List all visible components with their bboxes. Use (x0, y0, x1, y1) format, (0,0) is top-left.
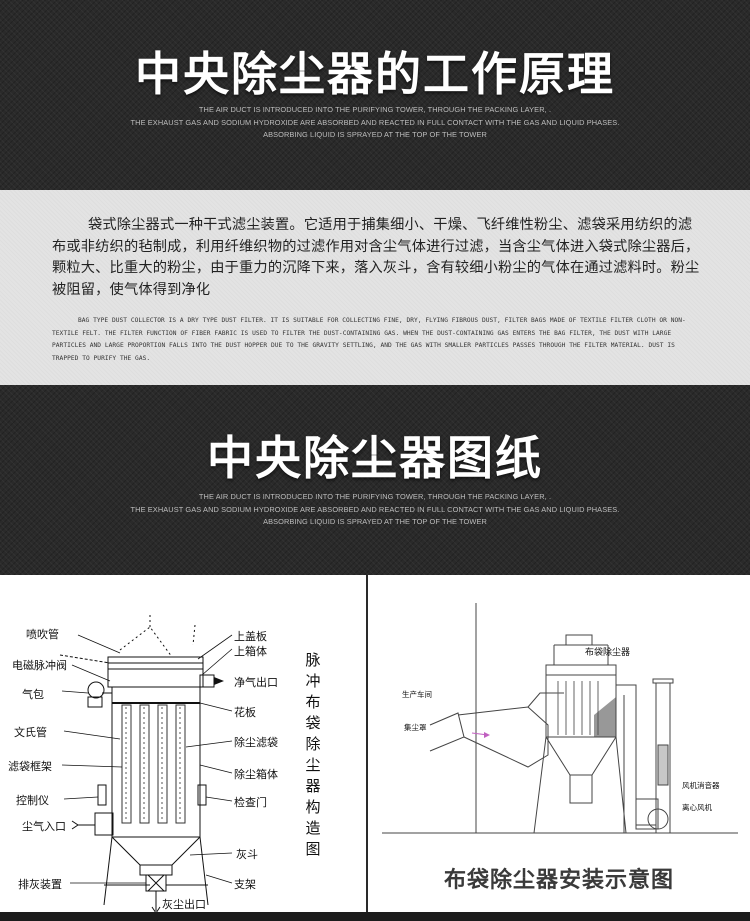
section-subtitle-working-principle: THE AIR DUCT IS INTRODUCED INTO THE PURI… (0, 104, 750, 142)
label-clean-gas-outlet: 净气出口 (234, 676, 278, 689)
label-hood: 集尘罩 (404, 723, 427, 732)
section-subtitle-drawings: THE AIR DUCT IS INTRODUCED INTO THE PURI… (0, 491, 750, 529)
label-dust-inlet: 尘气入口 (22, 820, 66, 833)
label-fan-silencer: 风机消音器 (682, 781, 720, 790)
subtitle-line: THE AIR DUCT IS INTRODUCED INTO THE PURI… (198, 492, 552, 501)
panel-divider (366, 575, 368, 921)
description-band (0, 190, 750, 385)
subtitle-line: THE AIR DUCT IS INTRODUCED INTO THE PURI… (198, 105, 552, 114)
label-hopper: 灰斗 (236, 848, 258, 861)
label-upper-box: 上箱体 (234, 645, 267, 658)
label-air-bag: 气包 (22, 688, 44, 701)
subtitle-line: ABSORBING LIQUID IS SPRAYED AT THE TOP O… (263, 517, 487, 526)
label-top-cover: 上盖板 (234, 630, 267, 643)
pulse-bag-filter-drawing (59, 615, 233, 914)
description-chinese: 袋式除尘器式一种干式滤尘装置。它适用于捕集细小、干燥、飞纤维性粉尘、滤袋采用纺织… (52, 217, 700, 298)
label-venturi: 文氏管 (14, 726, 47, 739)
label-support: 支架 (234, 878, 256, 891)
header-band-drawings (0, 385, 750, 575)
label-tube-sheet: 花板 (234, 706, 256, 719)
label-bag-filter: 布袋除尘器 (585, 648, 631, 658)
label-inspection-door: 检查门 (234, 796, 267, 809)
label-pulse-valve: 电磁脉冲阀 (12, 659, 67, 672)
section-title-working-principle: 中央除尘器的工作原理 (135, 47, 615, 101)
label-filter-box: 除尘箱体 (234, 768, 278, 781)
caption-pulse-bag-filter-structure: 脉冲布袋除尘器构造图 (305, 651, 321, 858)
label-dust-outlet: 灰尘出口 (162, 898, 206, 911)
bottom-border (0, 912, 750, 921)
label-workshop: 生产车间 (402, 690, 432, 699)
diagram-panels (0, 575, 750, 921)
subtitle-line: THE EXHAUST GAS AND SODIUM HYDROXIDE ARE… (130, 504, 620, 514)
label-centrifugal-fan: 离心风机 (682, 803, 712, 812)
label-controller: 控制仪 (16, 794, 49, 807)
caption-installation-schematic: 布袋除尘器安装示意图 (443, 867, 674, 893)
section-title-drawings: 中央除尘器图纸 (207, 431, 543, 485)
subtitle-line: THE EXHAUST GAS AND SODIUM HYDROXIDE ARE… (130, 117, 620, 127)
label-bag-frame: 滤袋框架 (8, 760, 52, 773)
subtitle-line: ABSORBING LIQUID IS SPRAYED AT THE TOP O… (263, 130, 487, 139)
header-band-working-principle (0, 0, 750, 190)
label-filter-bag: 除尘滤袋 (234, 736, 278, 749)
installation-schematic-drawing (382, 603, 738, 834)
label-ash-discharge: 排灰装置 (18, 878, 62, 891)
description-english: BAG TYPE DUST COLLECTOR IS A DRY TYPE DU… (52, 317, 686, 362)
label-blow-pipe: 喷吹管 (26, 628, 59, 641)
